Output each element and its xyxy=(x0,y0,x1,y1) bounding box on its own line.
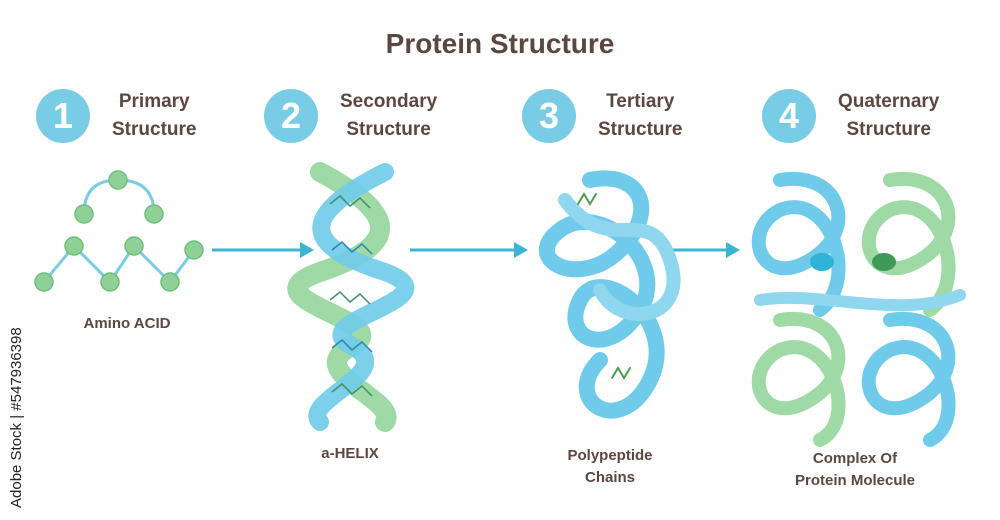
step-number-badge: 4 xyxy=(762,89,816,143)
step-label-line2: Structure xyxy=(598,119,683,140)
caption-line2: Protein Molecule xyxy=(794,472,916,489)
step-label: Tertiary Structure xyxy=(598,88,682,144)
step-label-line2: Structure xyxy=(346,119,431,140)
caption-line1: Complex Of xyxy=(812,450,898,467)
stock-credit: Adobe Stock | #547936398 xyxy=(8,327,25,508)
step-label-line2: Structure xyxy=(846,119,931,140)
step-label: Primary Structure xyxy=(112,88,196,144)
caption-line2: Chains xyxy=(584,469,635,486)
step-label-line1: Secondary xyxy=(340,91,438,112)
protein-complex xyxy=(751,171,966,447)
step-label-line1: Primary xyxy=(118,91,190,112)
alpha-helix xyxy=(287,162,415,432)
step-quaternary-header: 4 Quaternary Structure xyxy=(762,88,939,144)
amino-acid-beads xyxy=(34,170,204,292)
step-primary-header: 1 Primary Structure xyxy=(36,88,196,144)
diagram-title: Protein Structure xyxy=(385,28,615,59)
polypeptide-tangle xyxy=(538,170,681,419)
step-secondary-header: 2 Secondary Structure xyxy=(264,88,437,144)
step-label: Quaternary Structure xyxy=(838,88,939,144)
step-label: Secondary Structure xyxy=(340,88,437,144)
step-number-badge: 2 xyxy=(264,89,318,143)
caption-amino-acid: Amino ACID xyxy=(83,315,171,332)
step-label-line2: Structure xyxy=(112,119,197,140)
arrow-secondary-to-tertiary xyxy=(410,242,528,258)
arrow-primary-to-secondary xyxy=(212,242,314,258)
caption-line1: Polypeptide xyxy=(567,447,653,464)
step-label-line1: Quaternary xyxy=(838,91,940,112)
step-number-badge: 3 xyxy=(522,89,576,143)
caption-polypeptide-chains: Polypeptide Chains xyxy=(540,445,680,489)
arrow-tertiary-to-quaternary xyxy=(672,242,740,258)
caption-protein-complex: Complex Of Protein Molecule xyxy=(770,448,940,492)
step-tertiary-header: 3 Tertiary Structure xyxy=(522,88,682,144)
step-number-badge: 1 xyxy=(36,89,90,143)
caption-a-helix: a-HELIX xyxy=(321,445,379,462)
amino-acid-chain xyxy=(42,178,196,285)
step-label-line1: Tertiary xyxy=(606,91,675,112)
